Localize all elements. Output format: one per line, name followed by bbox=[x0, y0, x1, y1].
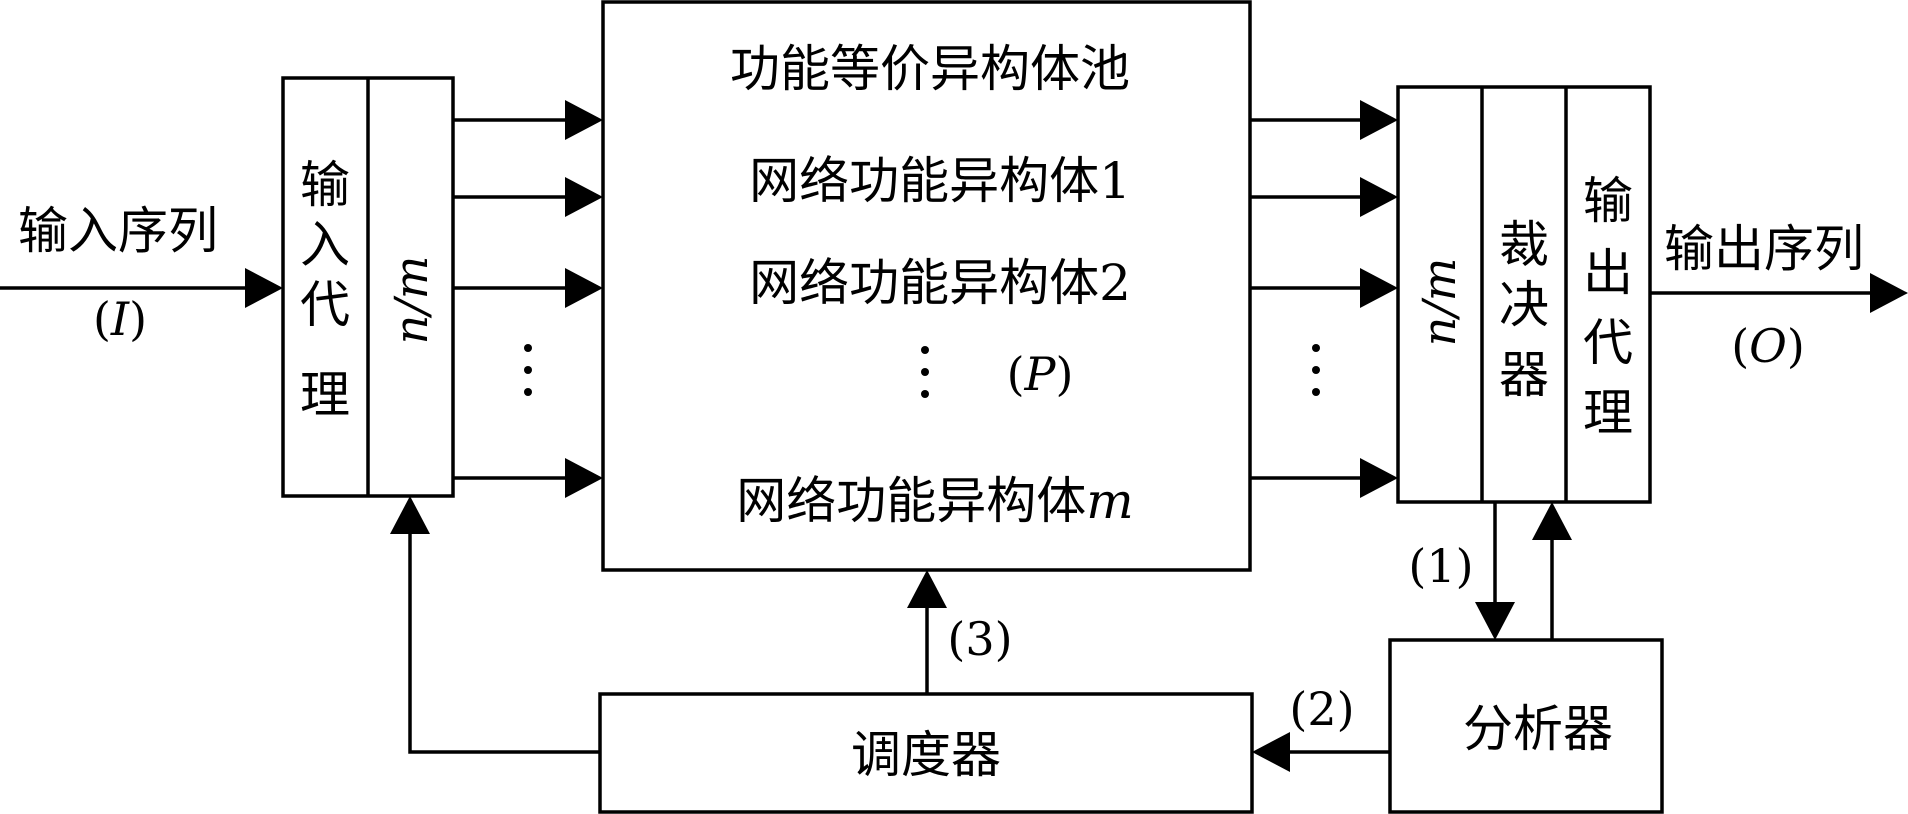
output-proxy-char-1: 输 bbox=[1583, 172, 1633, 230]
arrow-2-head bbox=[1252, 732, 1290, 772]
pool-entity-m: 网络功能异构体m bbox=[736, 472, 1133, 530]
input-proxy-char-4: 理 bbox=[300, 366, 350, 424]
input-proxy-char-2: 入 bbox=[300, 216, 350, 274]
analyzer-block: 分析器 bbox=[1388, 638, 1664, 814]
input-proxy-char-3: 代 bbox=[300, 276, 350, 334]
input-proxy-nm: n/m bbox=[384, 256, 438, 345]
output-sequence-label: 输出序列 bbox=[1664, 220, 1864, 278]
pool-entity-2: 网络功能异构体2 bbox=[749, 254, 1131, 312]
pool-entity-1: 网络功能异构体1 bbox=[749, 152, 1131, 210]
output-block: n/m 裁 决 器 输 出 代 理 bbox=[1396, 85, 1652, 504]
scheduler-block: 调度器 bbox=[598, 692, 1254, 814]
arrow-3-label: (3) bbox=[947, 612, 1012, 666]
scheduler-to-input-head bbox=[390, 496, 430, 534]
heterogeneous-pool-block: 功能等价异构体池 网络功能异构体1 网络功能异构体2 (P) 网络功能异构体m bbox=[601, 0, 1252, 572]
output-proxy-char-2: 出 bbox=[1583, 244, 1633, 302]
scheduler-to-input-line bbox=[408, 528, 600, 754]
pool-symbol: (P) bbox=[1007, 347, 1074, 401]
arrow-3-head bbox=[907, 570, 947, 608]
output-symbol: (O) bbox=[1731, 319, 1805, 373]
output-arrow-head bbox=[1870, 273, 1908, 313]
arrow-1-head bbox=[1475, 602, 1515, 640]
arrow-2-label: (2) bbox=[1289, 682, 1354, 736]
voter-char-3: 器 bbox=[1499, 346, 1549, 404]
proxy-to-pool-arrows bbox=[453, 100, 603, 498]
voter-char-2: 决 bbox=[1499, 276, 1549, 334]
scheduler-label: 调度器 bbox=[851, 726, 1001, 784]
input-symbol: (I) bbox=[93, 292, 147, 346]
output-proxy-char-4: 理 bbox=[1583, 384, 1633, 442]
pool-title: 功能等价异构体池 bbox=[730, 40, 1130, 98]
proxy-to-pool-ellipsis bbox=[524, 344, 532, 396]
pool-to-output-arrows bbox=[1250, 100, 1398, 498]
analyzer-to-proxy-head bbox=[1532, 502, 1572, 540]
input-sequence-label: 输入序列 bbox=[18, 202, 218, 260]
output-nm: n/m bbox=[1412, 258, 1466, 347]
input-proxy-block: 输 入 代 理 n/m bbox=[281, 76, 455, 498]
pool-to-output-ellipsis bbox=[1312, 344, 1320, 396]
voter-char-1: 裁 bbox=[1499, 216, 1549, 274]
input-proxy-char-1: 输 bbox=[300, 156, 350, 214]
analyzer-label: 分析器 bbox=[1463, 700, 1613, 758]
input-arrow-head bbox=[245, 268, 283, 308]
output-proxy-char-3: 代 bbox=[1583, 314, 1633, 372]
arrow-1-label: (1) bbox=[1408, 539, 1473, 593]
